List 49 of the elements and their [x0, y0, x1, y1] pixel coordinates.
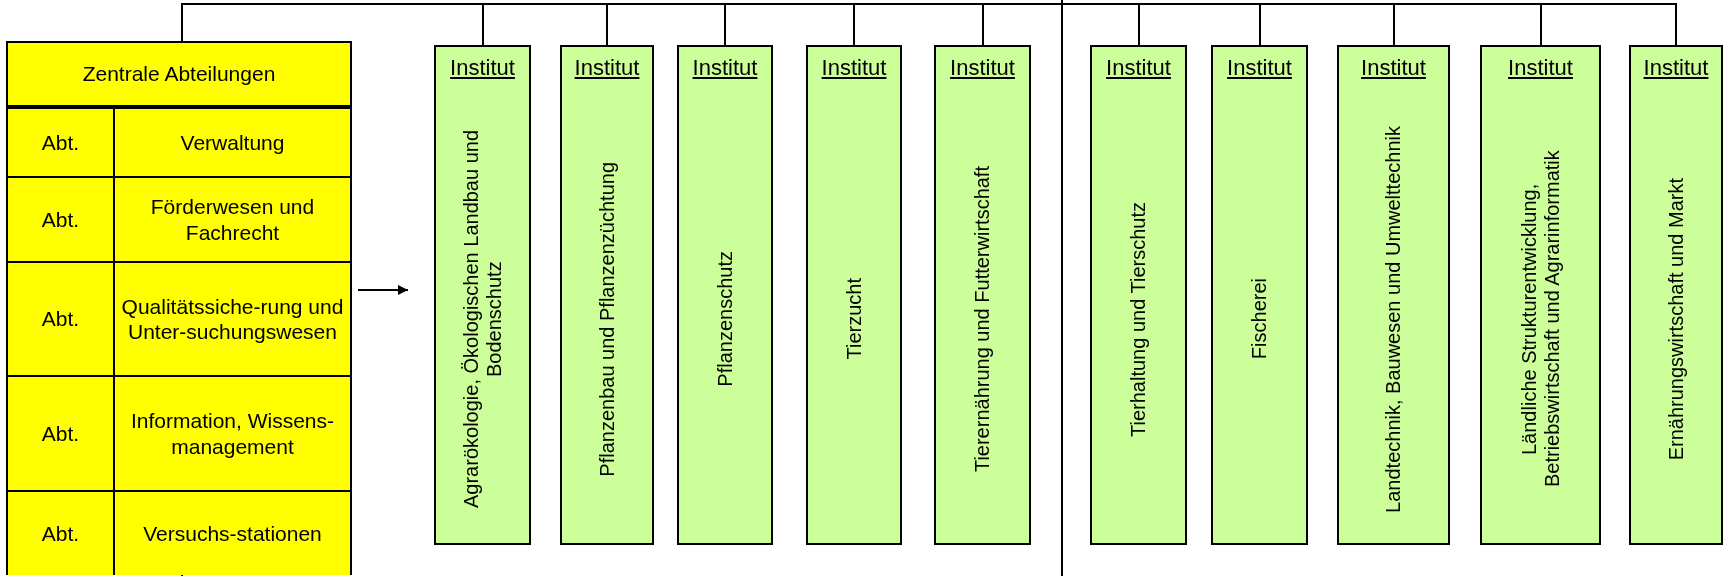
institute-heading: Institut — [692, 55, 758, 80]
department-abbreviation: Abt. — [41, 521, 80, 546]
institute-box — [677, 45, 773, 545]
department-name: Versuchs-stationen — [143, 520, 322, 547]
institute-heading: Institut — [1106, 55, 1171, 80]
institute-name: Tierzucht — [842, 278, 866, 360]
institute-heading: Institut — [950, 55, 1015, 80]
institute-name: Pflanzenschutz — [713, 251, 737, 387]
institute-heading: Institut — [1508, 55, 1573, 80]
institute-box — [1480, 45, 1601, 545]
department-name: Qualitätssiche-rung und Unter-suchungswesen — [120, 293, 345, 345]
department-row — [8, 375, 350, 490]
institute-box — [1337, 45, 1450, 545]
institute-name: Agrarökologie, Ökologischen Landbau und Bodenschutz — [459, 129, 506, 511]
institute-heading: Institut — [1643, 55, 1709, 80]
institute-heading: Institut — [821, 55, 887, 80]
institute-name: Ernährungswirtschaft und Markt — [1664, 177, 1688, 461]
institute-box — [934, 45, 1031, 545]
department-abbreviation: Abt. — [41, 207, 80, 232]
department-name: Verwaltung — [180, 129, 285, 156]
department-row — [8, 176, 350, 261]
institute-box — [1211, 45, 1308, 545]
group-heading: Zentrale Abteilungen — [82, 62, 276, 86]
institute-name: Tierernährung und Futterwirtschaft — [971, 165, 994, 473]
connector-line — [982, 3, 1063, 46]
institute-box — [1090, 45, 1187, 545]
institute-name: Ländliche Strukturentwicklung, Betriebswirtschaft und Agrarinformatik — [1517, 149, 1564, 490]
institute-heading: Institut — [1361, 55, 1426, 80]
department-name: Information, Wissens-management — [129, 408, 336, 459]
institute-box — [806, 45, 902, 545]
department-row — [8, 107, 350, 176]
institute-heading: Institut — [1227, 55, 1292, 80]
department-abbreviation: Abt. — [41, 130, 80, 155]
department-row — [8, 490, 350, 575]
department-abbreviation: Abt. — [41, 421, 80, 446]
institute-name: Tierhaltung und Tierschutz — [1127, 201, 1150, 437]
institute-name: Pflanzenbau und Pflanzenzüchtung — [595, 161, 619, 477]
department-name: Förderwesen und Fachrecht — [149, 194, 316, 245]
institute-box — [560, 45, 654, 545]
institute-name: Landtechnik, Bauwesen und Umwelttechnik — [1382, 125, 1405, 513]
institute-box — [434, 45, 531, 545]
institute-name: Fischerei — [1248, 278, 1271, 360]
institute-box — [1629, 45, 1723, 545]
institute-heading: Institut — [574, 55, 640, 80]
arrow — [357, 285, 409, 295]
department-group-box — [6, 41, 352, 575]
department-abbreviation: Abt. — [41, 307, 80, 331]
institute-heading: Institut — [450, 55, 515, 80]
department-row — [8, 261, 350, 375]
